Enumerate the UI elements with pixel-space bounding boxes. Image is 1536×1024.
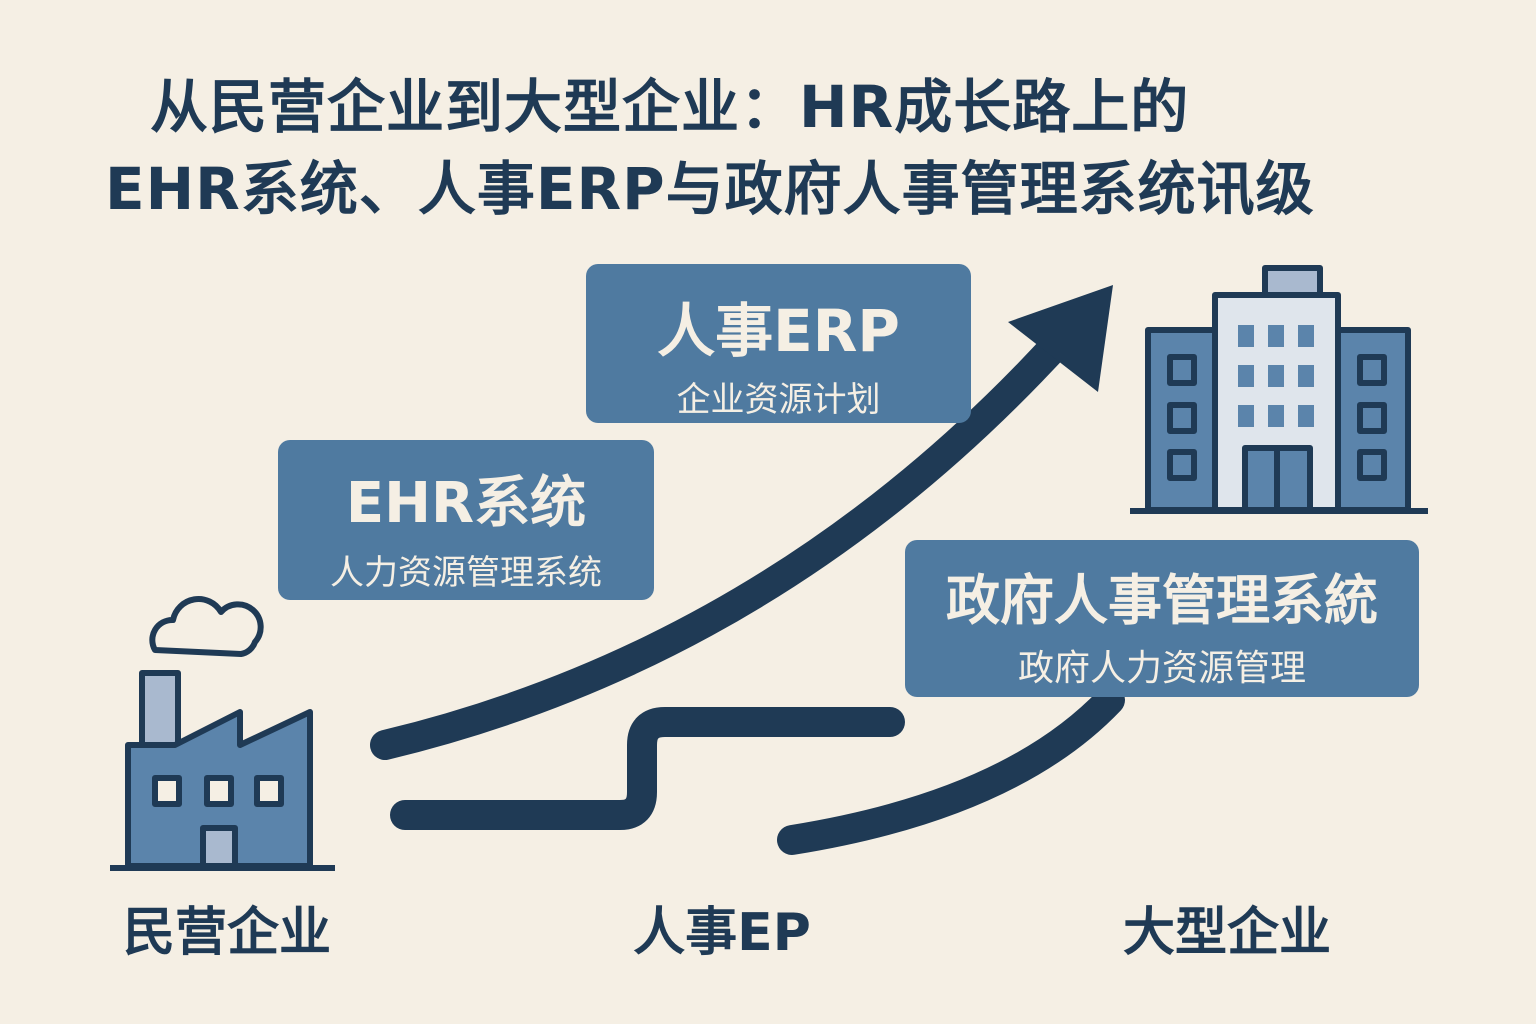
label-large-enterprise: 大型企业 [1122, 903, 1332, 963]
label-middle: 人事EP [633, 903, 811, 963]
title-line-2: EHR系统、人事ERP与政府人事管理系统讯级 [105, 155, 1315, 223]
gov-box: 政府人事管理系統 政府人力资源管理 [905, 540, 1419, 697]
factory-icon [110, 596, 335, 871]
title-line-1: 从民营企业到大型企业：HR成长路上的 [150, 73, 1190, 141]
gov-subtitle: 政府人力资源管理 [1017, 648, 1306, 689]
lower-curve-path [777, 685, 1125, 855]
gov-title: 政府人事管理系統 [946, 569, 1378, 632]
erp-box: 人事ERP 企业资源计划 [586, 264, 971, 423]
growth-arrow-icon [370, 285, 1113, 760]
erp-title: 人事ERP [657, 297, 900, 365]
step-path [390, 707, 905, 830]
ehr-box: EHR系统 人力资源管理系统 [278, 440, 654, 600]
erp-subtitle: 企业资源计划 [676, 380, 881, 420]
ehr-title: EHR系统 [345, 471, 587, 536]
label-private-enterprise: 民营企业 [122, 903, 332, 963]
office-building-icon [1130, 265, 1428, 514]
ehr-subtitle: 人力资源管理系统 [330, 553, 602, 593]
